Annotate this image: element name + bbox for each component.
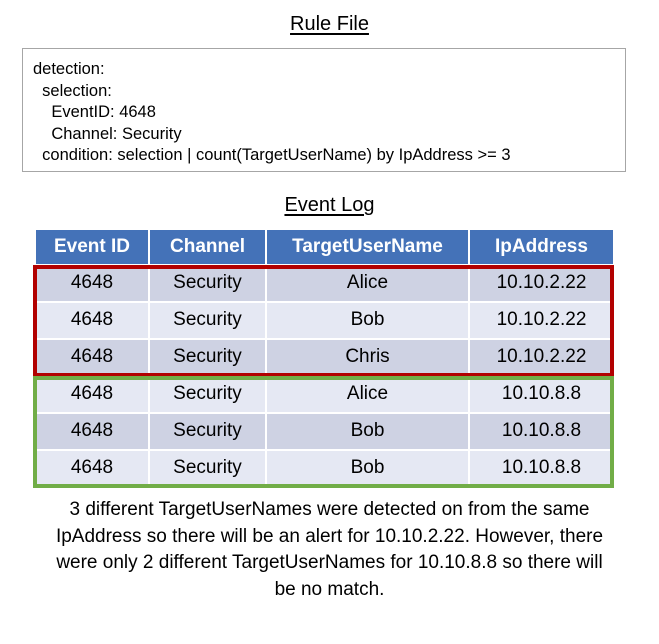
table-row: 4648 Security Alice 10.10.2.22 [34, 263, 615, 303]
cell-channel: Security [148, 337, 267, 377]
table-row: 4648 Security Bob 10.10.8.8 [34, 448, 615, 488]
cell-targetusername: Bob [265, 300, 470, 340]
column-header-targetusername: TargetUserName [265, 229, 470, 265]
column-header-event-id: Event ID [34, 229, 150, 265]
cell-event-id: 4648 [34, 411, 150, 451]
table-header-row: Event ID Channel TargetUserName IpAddres… [34, 229, 615, 265]
cell-ipaddress: 10.10.2.22 [468, 337, 615, 377]
explanation-caption: 3 different TargetUserNames were detecte… [55, 499, 604, 600]
rule-file-box: detection: selection: EventID: 4648 Chan… [22, 48, 626, 172]
cell-ipaddress: 10.10.8.8 [468, 374, 615, 414]
column-header-channel: Channel [148, 229, 267, 265]
cell-event-id: 4648 [34, 263, 150, 303]
table-row: 4648 Security Alice 10.10.8.8 [34, 374, 615, 414]
cell-event-id: 4648 [34, 300, 150, 340]
cell-targetusername: Bob [265, 411, 470, 451]
rule-file-title: Rule File [0, 12, 659, 36]
cell-event-id: 4648 [34, 337, 150, 377]
cell-ipaddress: 10.10.2.22 [468, 263, 615, 303]
table-row: 4648 Security Bob 10.10.8.8 [34, 411, 615, 451]
event-log-title: Event Log [0, 193, 659, 217]
rule-file-title-text: Rule File [290, 13, 369, 35]
table-row: 4648 Security Bob 10.10.2.22 [34, 300, 615, 340]
cell-ipaddress: 10.10.8.8 [468, 448, 615, 488]
rule-file-code: detection: selection: EventID: 4648 Chan… [33, 60, 511, 164]
event-log-title-text: Event Log [284, 194, 375, 216]
event-log-table: Event ID Channel TargetUserName IpAddres… [34, 229, 615, 488]
cell-targetusername: Chris [265, 337, 470, 377]
cell-channel: Security [148, 411, 267, 451]
cell-channel: Security [148, 374, 267, 414]
cell-ipaddress: 10.10.8.8 [468, 411, 615, 451]
cell-channel: Security [148, 263, 267, 303]
cell-channel: Security [148, 300, 267, 340]
cell-event-id: 4648 [34, 374, 150, 414]
cell-targetusername: Alice [265, 263, 470, 303]
cell-targetusername: Alice [265, 374, 470, 414]
table-row: 4648 Security Chris 10.10.2.22 [34, 337, 615, 377]
cell-event-id: 4648 [34, 448, 150, 488]
cell-channel: Security [148, 448, 267, 488]
cell-targetusername: Bob [265, 448, 470, 488]
cell-ipaddress: 10.10.2.22 [468, 300, 615, 340]
column-header-ipaddress: IpAddress [468, 229, 615, 265]
